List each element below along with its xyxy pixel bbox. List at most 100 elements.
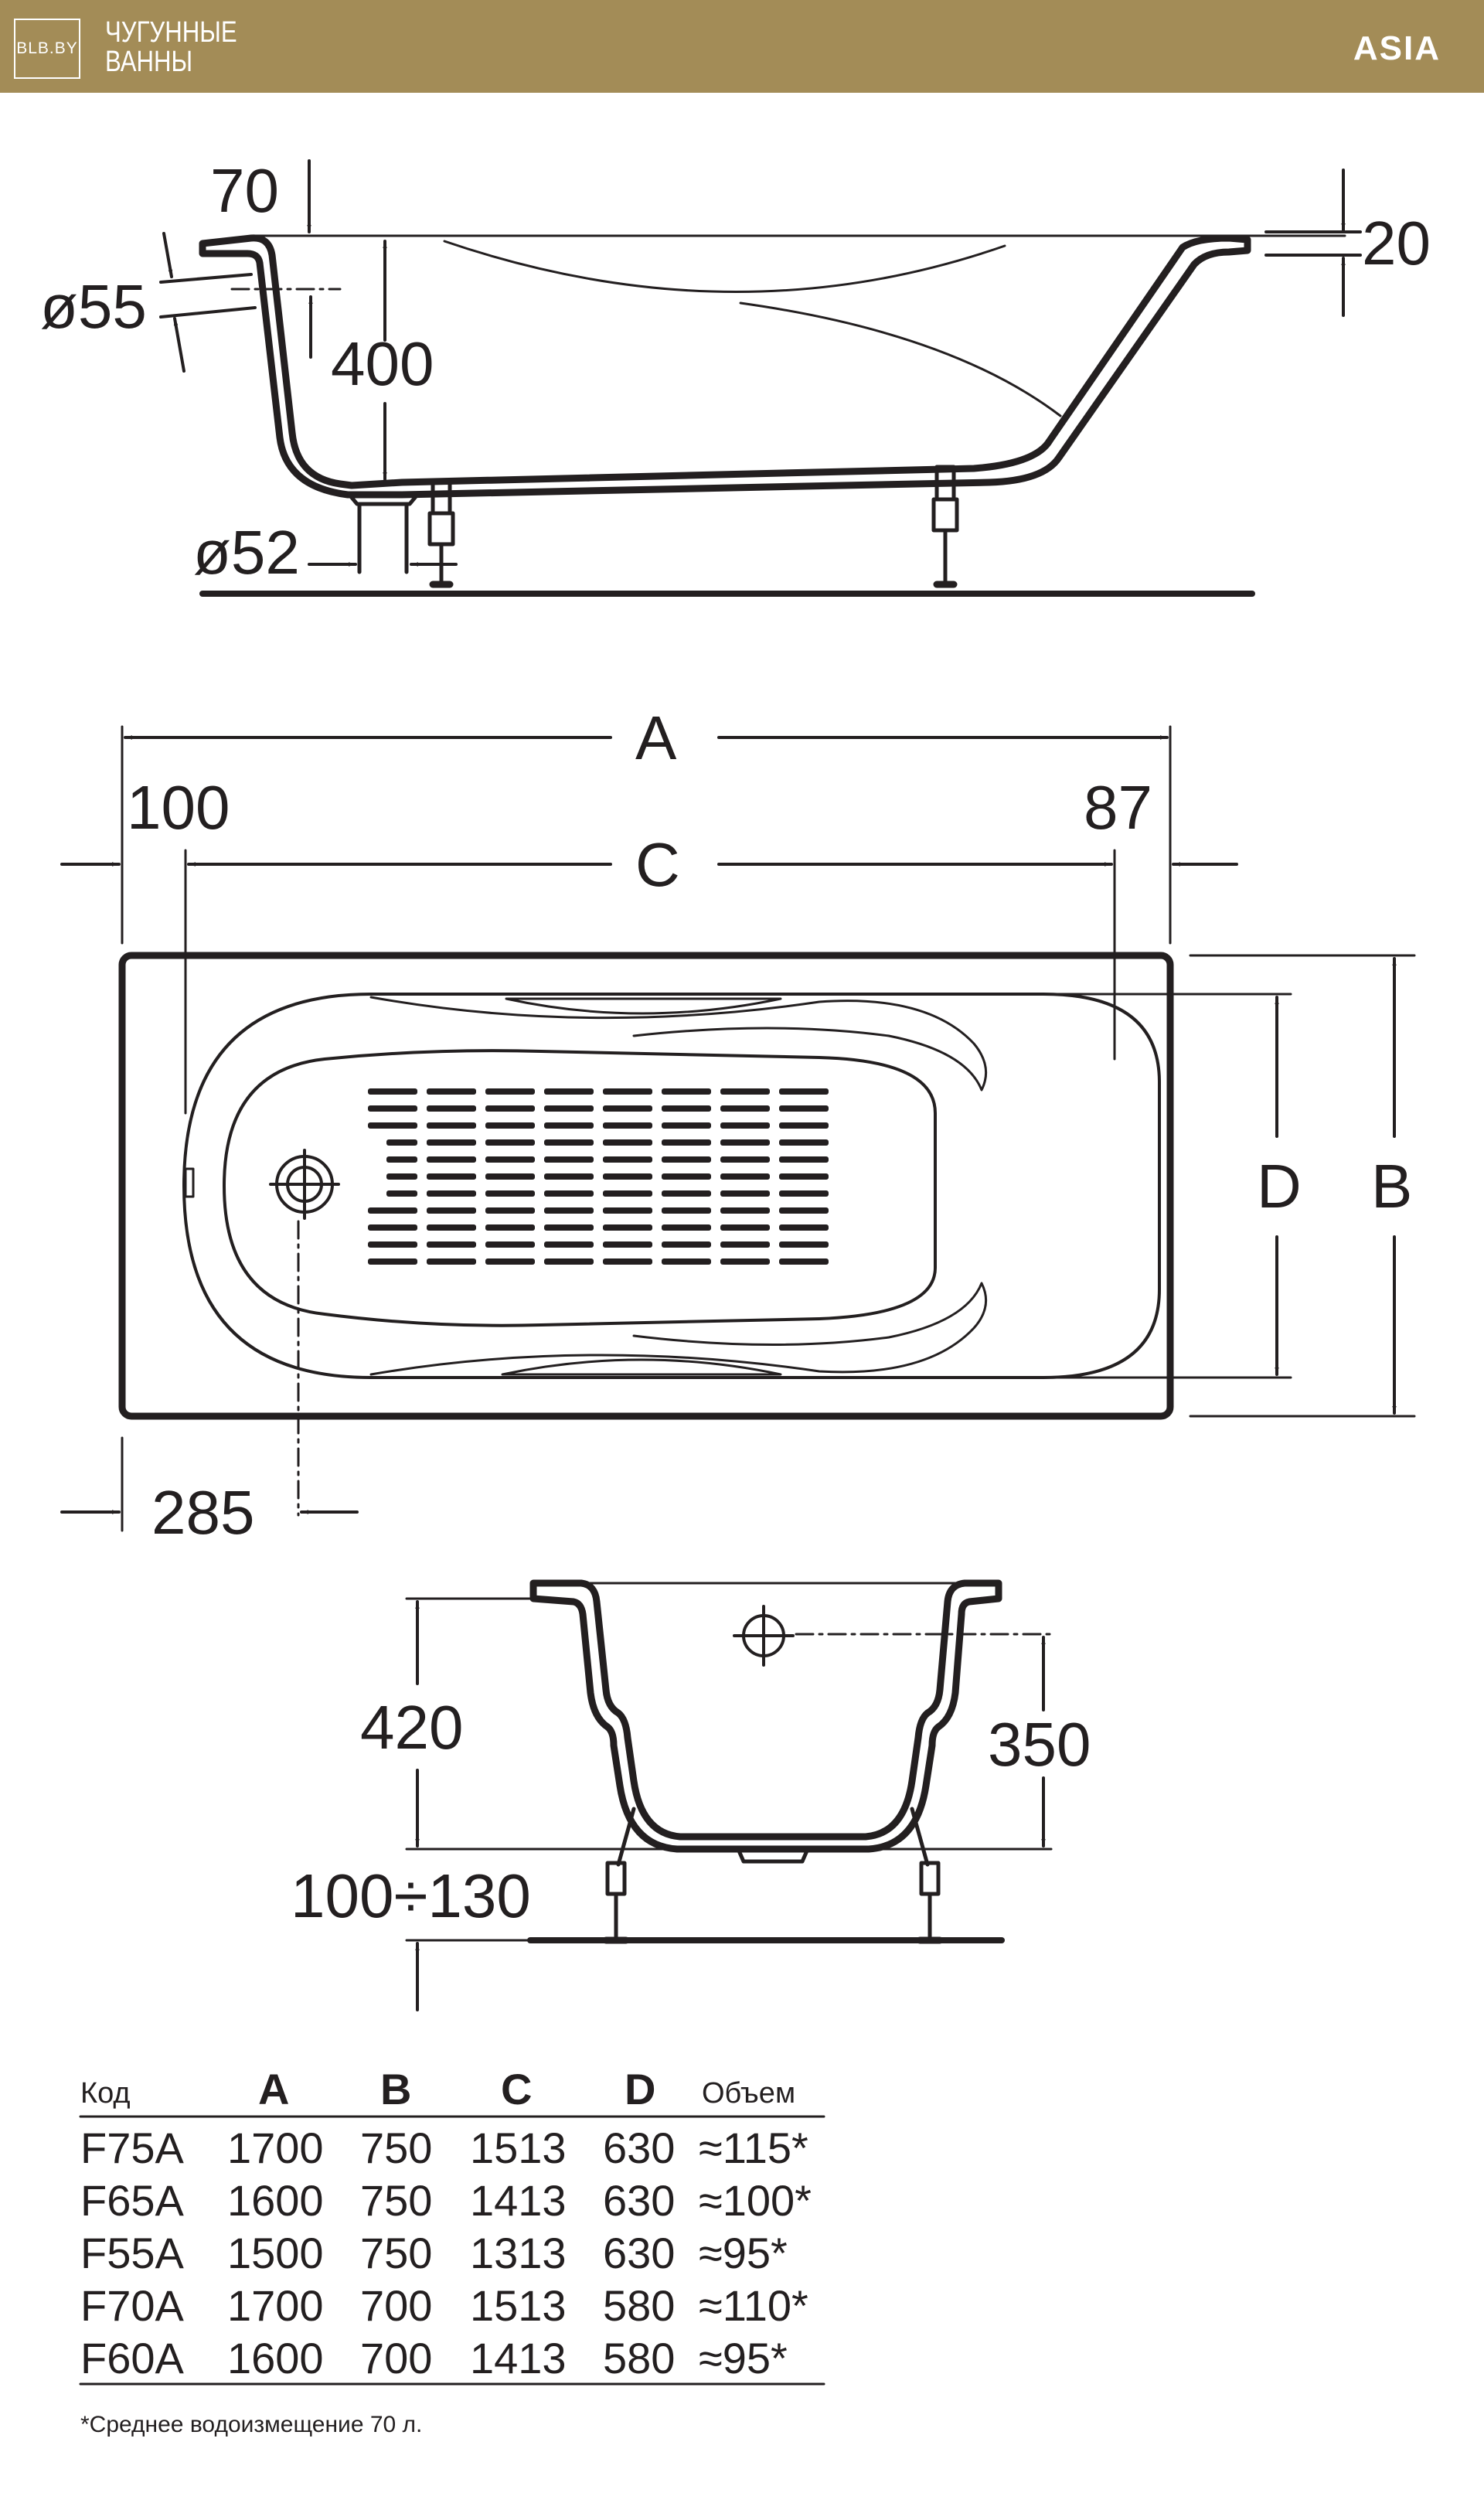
brand-title-line2: ВАННЫ [105,46,193,78]
table-cell-volume: ≈95* [699,2229,788,2277]
drain-slot [603,1207,652,1214]
drain-slot [427,1122,476,1129]
drain-slot [720,1224,770,1231]
plan-inner-floor [223,1049,937,1327]
drain-slot [779,1258,829,1265]
plan-slot-grid [368,1088,829,1265]
drain-slot [662,1224,711,1231]
drain-slot [720,1207,770,1214]
drain-slot [485,1105,535,1112]
side-contour-line1 [443,240,1006,293]
drain-slot [386,1173,417,1180]
drain-slot [720,1088,770,1095]
dim-drain-diameter: ø52 [193,518,300,587]
table-cell-b: 700 [360,2334,432,2382]
table-row: F65A 1600 750 1413 630 ≈100* [80,2176,812,2225]
drain-slot [485,1156,535,1163]
table-cell-b: 750 [360,2229,432,2277]
drain-slot [779,1224,829,1231]
table-cell-code: F65A [80,2176,184,2225]
table-cell-b: 750 [360,2123,432,2172]
drain-slot [603,1190,652,1197]
drain-slot [720,1139,770,1146]
dim-rim-offset: 70 [210,156,279,225]
drain-slot [544,1088,594,1095]
drain-slot [368,1258,417,1265]
drain-slot [544,1241,594,1248]
dim-rim-thickness: 20 [1362,209,1431,278]
table-cell-c: 1413 [470,2176,567,2225]
drain-slot [427,1088,476,1095]
drain-slot [544,1156,594,1163]
drain-slot [485,1122,535,1129]
drain-slot [485,1258,535,1265]
drain-slot [368,1105,417,1112]
drain-slot [544,1258,594,1265]
drain-slot [779,1139,829,1146]
table-cell-volume: ≈95* [699,2334,788,2382]
table-cell-volume: ≈100* [699,2176,812,2225]
drain-slot [603,1139,652,1146]
dim-inner-length-c: C [635,830,680,899]
dim-overflow-height: 350 [988,1710,1091,1779]
drain-slot [720,1258,770,1265]
drain-slot [485,1241,535,1248]
drain-slot [720,1156,770,1163]
drain-slot [427,1258,476,1265]
table-header-c: C [501,2065,532,2113]
dim-width-b: B [1371,1152,1412,1221]
drain-slot [662,1156,711,1163]
plan-drain-icon [269,1149,340,1220]
drain-slot [779,1122,829,1129]
dim-total-height: 420 [360,1693,463,1762]
dim-leg-range: 100÷130 [291,1861,531,1930]
drain-slot [779,1156,829,1163]
drain-slot [427,1224,476,1231]
end-leg-left [602,1807,636,1944]
drain-slot [427,1207,476,1214]
table-cell-c: 1313 [470,2229,567,2277]
table-cell-d: 630 [603,2123,675,2172]
drain-slot [603,1122,652,1129]
side-drain [347,492,420,574]
table-cell-volume: ≈115* [699,2123,808,2172]
drain-slot [779,1105,829,1112]
table-cell-a: 1700 [227,2281,324,2330]
drain-slot [427,1173,476,1180]
drain-slot [427,1156,476,1163]
drain-slot [662,1088,711,1095]
side-view [159,159,1362,597]
table-header-code: Код [80,2077,131,2110]
table-header-b: B [380,2065,411,2113]
drain-slot [779,1088,829,1095]
table-row: F70A 1700 700 1513 580 ≈110* [80,2281,808,2330]
drain-slot [386,1139,417,1146]
drain-slot [662,1105,711,1112]
table-cell-b: 700 [360,2281,432,2330]
table-header-a: A [258,2065,289,2113]
site-logo[interactable]: BLB.BY [14,19,80,79]
drain-slot [662,1139,711,1146]
dim-right-margin: 87 [1084,773,1152,842]
plan-armrest-bottom [369,1282,988,1376]
dim-drain-offset: 285 [151,1478,254,1547]
end-overflow-icon [733,1605,795,1667]
drain-slot [386,1156,417,1163]
drain-slot [779,1241,829,1248]
drain-slot [544,1207,594,1214]
table-cell-c: 1513 [470,2281,567,2330]
drain-slot [779,1207,829,1214]
drain-slot [368,1207,417,1214]
end-leg-right [910,1807,944,1944]
plan-inner-bowl [182,993,1161,1379]
drain-slot [720,1122,770,1129]
drain-slot [544,1122,594,1129]
dim-depth: 400 [331,329,434,398]
drain-slot [368,1241,417,1248]
table-cell-c: 1513 [470,2123,567,2172]
drain-slot [603,1156,652,1163]
drain-slot [485,1190,535,1197]
table-cell-b: 750 [360,2176,432,2225]
table-header-volume: Объем [702,2077,795,2110]
